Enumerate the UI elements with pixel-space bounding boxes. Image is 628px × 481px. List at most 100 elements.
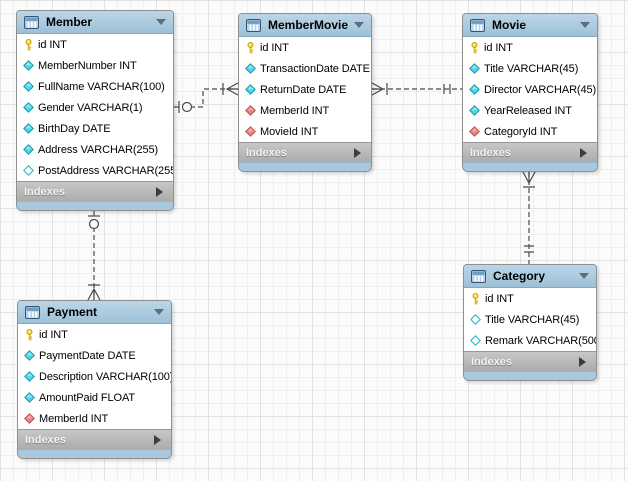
indexes-section[interactable]: Indexes <box>239 142 371 162</box>
diamond-red-icon <box>244 105 256 117</box>
diamond-red-icon <box>244 126 256 138</box>
indexes-label: Indexes <box>25 433 66 446</box>
key-icon <box>23 328 35 341</box>
column-row[interactable]: Gender VARCHAR(1) <box>17 97 173 118</box>
column-label: MemberNumber INT <box>38 59 137 72</box>
column-row[interactable]: Title VARCHAR(45) <box>463 58 597 79</box>
table-footer-bar <box>17 201 173 210</box>
collapse-arrow-icon[interactable] <box>154 309 164 315</box>
column-row[interactable]: Title VARCHAR(45) <box>464 309 596 330</box>
diamond-filled-icon <box>22 60 34 72</box>
table-header[interactable]: Member <box>17 11 173 34</box>
collapse-arrow-icon[interactable] <box>354 22 364 28</box>
key-icon <box>244 41 256 54</box>
table-header[interactable]: Payment <box>18 301 171 324</box>
expand-arrow-icon[interactable] <box>579 356 586 367</box>
indexes-section[interactable]: Indexes <box>463 142 597 162</box>
indexes-section[interactable]: Indexes <box>464 351 596 371</box>
expand-arrow-icon[interactable] <box>354 147 361 158</box>
column-row[interactable]: id INT <box>464 288 596 309</box>
collapse-arrow-icon[interactable] <box>156 19 166 25</box>
relationship-movie-category[interactable] <box>522 171 536 264</box>
diamond-filled-icon <box>22 144 34 156</box>
column-label: AmountPaid FLOAT <box>39 391 136 404</box>
column-row[interactable]: ReturnDate DATE <box>239 79 371 100</box>
column-row[interactable]: MovieId INT <box>239 121 371 142</box>
column-label: Title VARCHAR(45) <box>485 313 580 326</box>
cardinality-marker <box>524 245 534 253</box>
cardinality-marker <box>522 171 536 188</box>
table-icon <box>246 18 261 32</box>
column-label: Description VARCHAR(100) <box>39 370 172 383</box>
table-icon <box>25 305 40 319</box>
diamond-hollow-icon <box>469 314 481 326</box>
column-row[interactable]: MemberNumber INT <box>17 55 173 76</box>
column-label: TransactionDate DATE <box>260 62 370 75</box>
table-category[interactable]: Category id INT Title VARCHAR(45) Remark VA… <box>463 264 597 381</box>
cardinality-marker <box>222 82 239 96</box>
diamond-filled-icon <box>244 63 256 75</box>
expand-arrow-icon[interactable] <box>580 147 587 158</box>
diamond-filled-icon <box>23 392 35 404</box>
column-row[interactable]: TransactionDate DATE <box>239 58 371 79</box>
table-header[interactable]: Category <box>464 265 596 288</box>
column-row[interactable]: MemberId INT <box>239 100 371 121</box>
column-label: FullName VARCHAR(100) <box>38 80 165 93</box>
column-row[interactable]: Description VARCHAR(100) <box>18 366 171 387</box>
table-title: Movie <box>492 18 527 32</box>
column-row[interactable]: PaymentDate DATE <box>18 345 171 366</box>
indexes-section[interactable]: Indexes <box>18 429 171 449</box>
relationship-membermovie-movie[interactable] <box>371 82 462 96</box>
table-header[interactable]: MemberMovie <box>239 14 371 37</box>
table-footer-bar <box>463 162 597 171</box>
indexes-section[interactable]: Indexes <box>17 181 173 201</box>
table-header[interactable]: Movie <box>463 14 597 37</box>
column-row[interactable]: id INT <box>463 37 597 58</box>
column-row[interactable]: id INT <box>18 324 171 345</box>
table-footer-bar <box>18 449 171 458</box>
collapse-arrow-icon[interactable] <box>579 273 589 279</box>
column-row[interactable]: PostAddress VARCHAR(255) <box>17 160 173 181</box>
relationship-member-payment[interactable] <box>87 211 101 301</box>
table-icon <box>470 18 485 32</box>
expand-arrow-icon[interactable] <box>154 434 161 445</box>
column-row[interactable]: CategoryId INT <box>463 121 597 142</box>
cardinality-circle <box>88 218 100 230</box>
column-row[interactable]: Director VARCHAR(45) <box>463 79 597 100</box>
column-label: Director VARCHAR(45) <box>484 83 597 96</box>
diamond-filled-icon <box>468 63 480 75</box>
column-label: MemberId INT <box>260 104 330 117</box>
column-label: Remark VARCHAR(500) <box>485 334 597 347</box>
table-title: Category <box>493 269 546 283</box>
diamond-hollow-icon <box>22 165 34 177</box>
collapse-arrow-icon[interactable] <box>580 22 590 28</box>
cardinality-marker <box>371 82 388 96</box>
column-row[interactable]: id INT <box>17 34 173 55</box>
relationship-member-membermovie[interactable] <box>174 82 239 113</box>
expand-arrow-icon[interactable] <box>156 186 163 197</box>
diamond-hollow-icon <box>469 335 481 347</box>
cardinality-marker <box>443 84 451 94</box>
column-row[interactable]: FullName VARCHAR(100) <box>17 76 173 97</box>
diamond-red-icon <box>468 126 480 138</box>
column-row[interactable]: Remark VARCHAR(500) <box>464 330 596 351</box>
cardinality-circle <box>181 101 193 113</box>
column-row[interactable]: BirthDay DATE <box>17 118 173 139</box>
table-title: Payment <box>47 305 98 319</box>
column-label: PostAddress VARCHAR(255) <box>38 164 174 177</box>
column-row[interactable]: AmountPaid FLOAT <box>18 387 171 408</box>
table-payment[interactable]: Payment id INT PaymentDate DATE Description… <box>17 300 172 459</box>
column-row[interactable]: id INT <box>239 37 371 58</box>
diamond-filled-icon <box>468 84 480 96</box>
column-row[interactable]: YearReleased INT <box>463 100 597 121</box>
column-label: Address VARCHAR(255) <box>38 143 159 156</box>
column-row[interactable]: Address VARCHAR(255) <box>17 139 173 160</box>
table-icon <box>471 269 486 283</box>
column-label: PaymentDate DATE <box>39 349 136 362</box>
column-row[interactable]: MemberId INT <box>18 408 171 429</box>
